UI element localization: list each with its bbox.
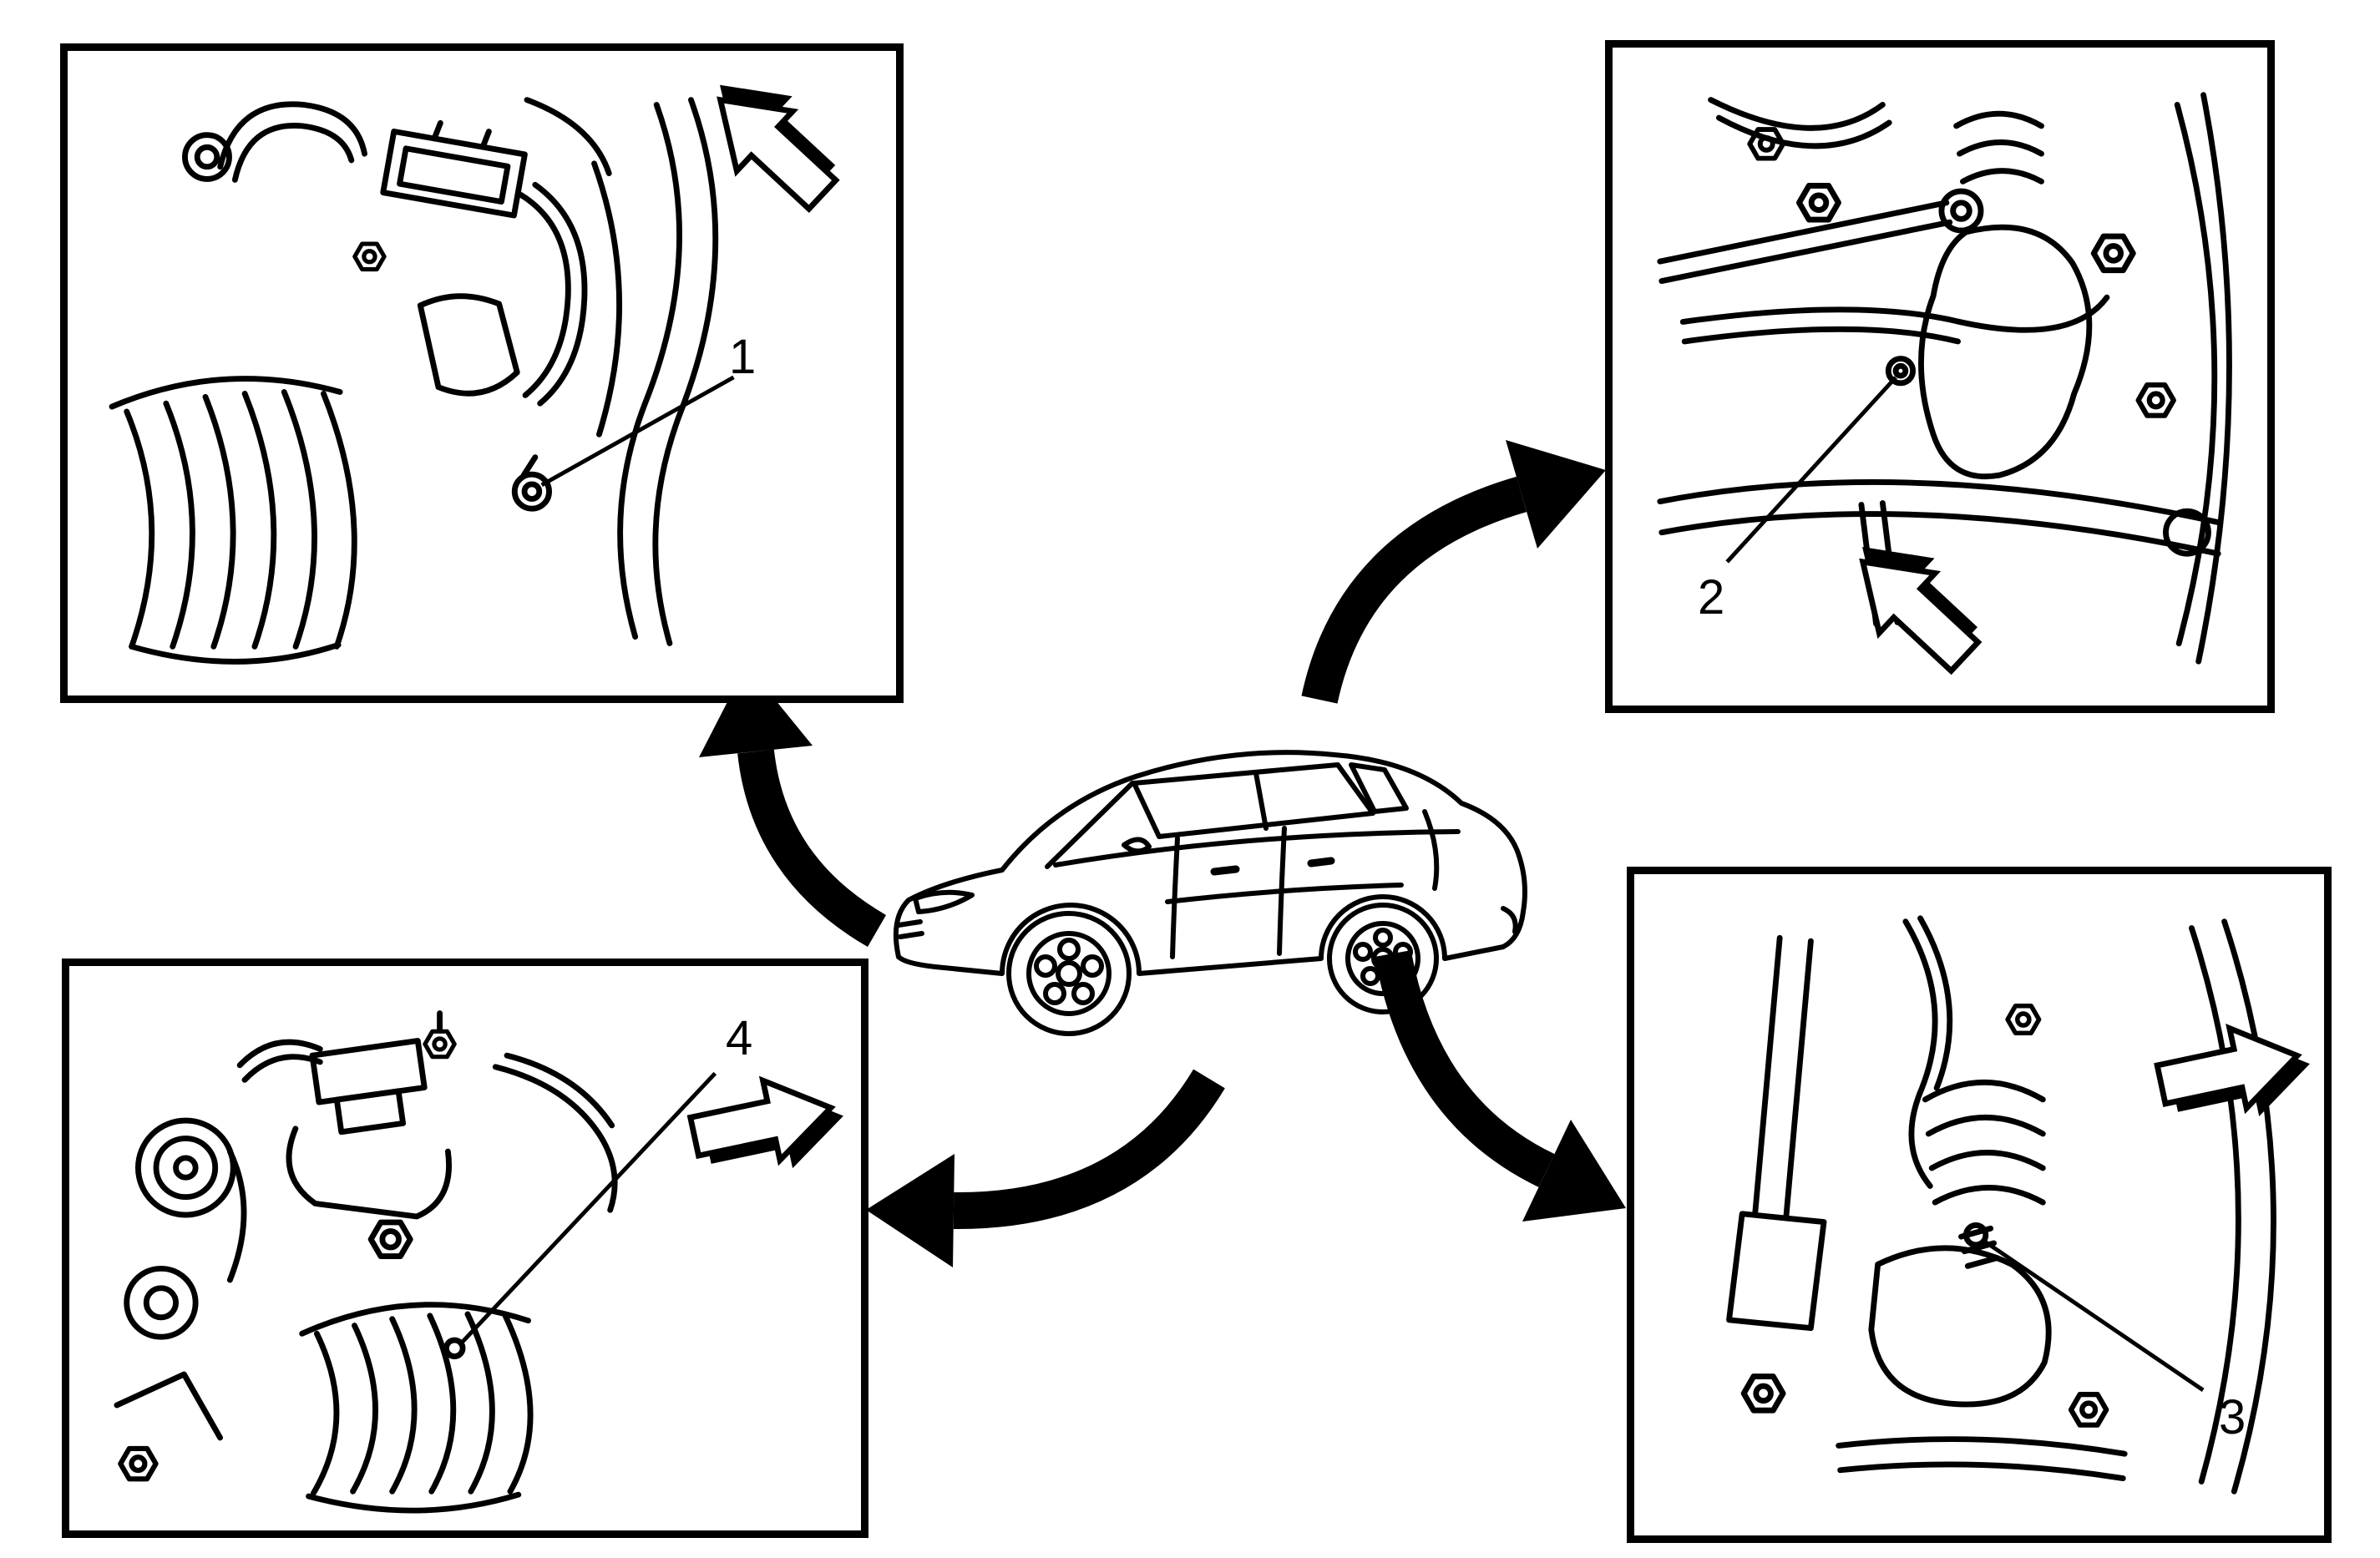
view-direction-arrow-icon bbox=[1859, 546, 1982, 675]
car-body bbox=[893, 750, 1527, 976]
sedan-line-art bbox=[893, 750, 1527, 1036]
view-direction-arrow-icon bbox=[2154, 1024, 2310, 1117]
callout-2-target-fastener bbox=[1885, 356, 1917, 387]
engine-harness-line-art bbox=[109, 97, 719, 665]
detail-view-top-left: 1 bbox=[60, 43, 904, 703]
leader-line-3 bbox=[1981, 1238, 2205, 1392]
callout-number-4: 4 bbox=[726, 1011, 753, 1065]
component-line-art-2 bbox=[1657, 92, 2232, 675]
connector-arrow-bottom-right-icon bbox=[1375, 950, 1626, 1222]
component-line-art-3 bbox=[1726, 915, 2310, 1495]
component-line-art-1 bbox=[109, 84, 840, 665]
detail-view-bottom-left: 4 bbox=[62, 959, 868, 1538]
view-direction-arrow-icon bbox=[686, 1075, 843, 1169]
callout-number-1: 1 bbox=[729, 330, 757, 384]
callout-1-target-fastener bbox=[511, 454, 552, 512]
front-wheel bbox=[1006, 911, 1132, 1036]
callout-number-3: 3 bbox=[2219, 1390, 2246, 1444]
detail-view-bottom-right: 3 bbox=[1627, 867, 2332, 1543]
connector-arrow-bottom-left-icon bbox=[866, 1069, 1225, 1267]
callout-4-target-component bbox=[443, 1337, 466, 1359]
leader-line-2 bbox=[1725, 376, 1897, 564]
rear-wheel bbox=[1327, 903, 1439, 1014]
front-suspension-line-art bbox=[1657, 92, 2232, 665]
callout-3-target-fastener bbox=[1962, 1222, 1989, 1248]
view-direction-arrow-icon bbox=[717, 84, 840, 213]
vehicle-illustration bbox=[884, 710, 1568, 1077]
connector-arrow-top-right-icon bbox=[1301, 440, 1606, 704]
leader-line-4 bbox=[459, 1071, 717, 1345]
engine-compartment-line-art bbox=[114, 1010, 618, 1514]
connector-arrow-top-left-icon bbox=[699, 665, 887, 948]
component-line-art-4 bbox=[114, 1010, 843, 1514]
callout-number-2: 2 bbox=[1698, 570, 1725, 625]
leader-line-1 bbox=[540, 375, 735, 488]
detail-view-top-right: 2 bbox=[1605, 40, 2275, 713]
rear-suspension-line-art bbox=[1726, 915, 2276, 1495]
